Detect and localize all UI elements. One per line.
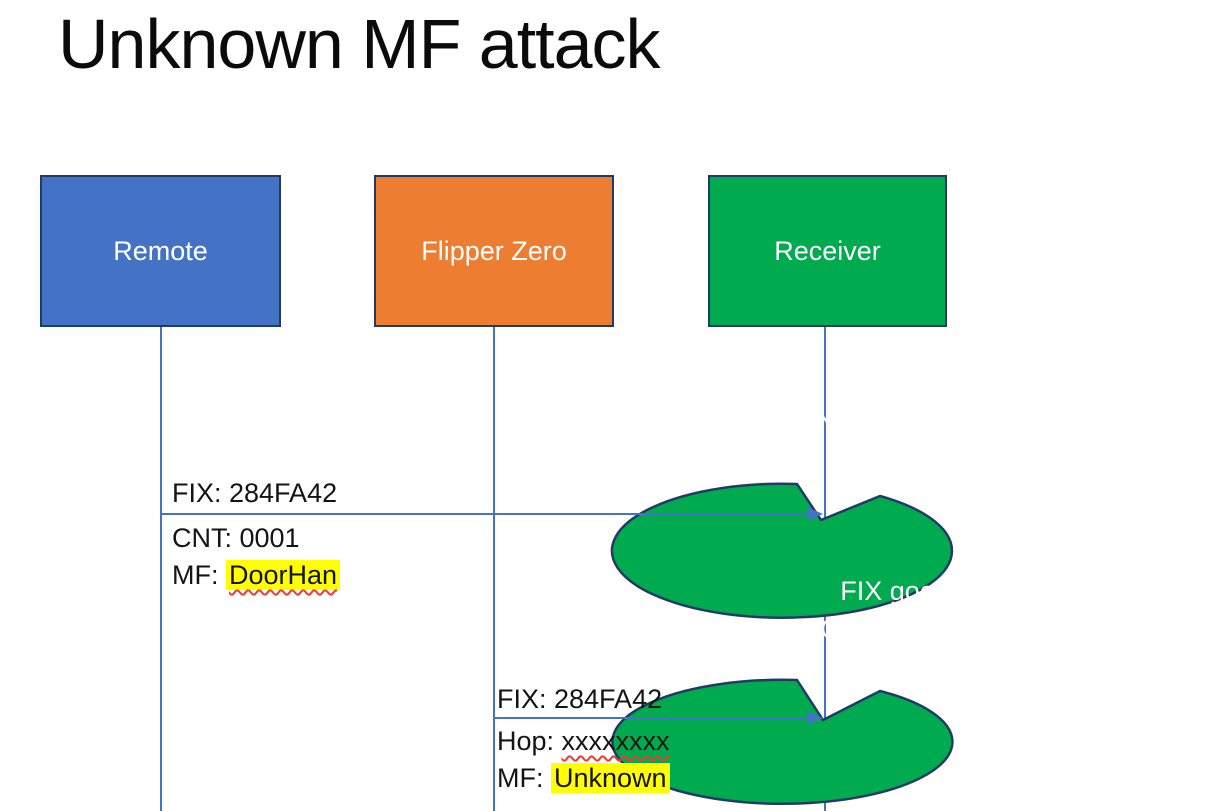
bubble-2-line-1: FIX good xyxy=(840,576,950,606)
message-1-mf-prefix: MF: xyxy=(172,560,226,590)
actor-box-remote: Remote xyxy=(40,175,281,327)
message-1-cnt-prefix: CNT: xyxy=(172,523,240,553)
actor-label-remote: Remote xyxy=(113,235,208,266)
message-2-arrowhead-icon xyxy=(807,711,823,725)
message-1-cnt-line: CNT: 0001 xyxy=(172,520,340,557)
page-title: Unknown MF attack xyxy=(58,5,661,83)
message-2-arrow-line xyxy=(494,717,807,719)
actor-box-receiver: Receiver xyxy=(708,175,947,327)
message-1-label-below: CNT: 0001 MF: DoorHan xyxy=(172,520,341,594)
message-2-hop-line: Hop: xxxxxxxx xyxy=(497,723,670,760)
actor-label-flipper-zero: Flipper Zero xyxy=(421,235,567,266)
message-2-mf-prefix: MF: xyxy=(497,763,551,793)
actor-box-flipper-zero: Flipper Zero xyxy=(374,175,614,327)
message-1-label-above: FIX: 284FA42 xyxy=(172,478,338,508)
message-2-label-above: FIX: 284FA42 xyxy=(497,684,663,714)
message-2-mf-line: MF: Unknown xyxy=(497,760,670,797)
bubble-1-line-3: “Opened” xyxy=(837,450,953,480)
bubble-1-line-1: FIX good xyxy=(840,372,950,402)
bubble-2-line-2: CNT is ???? xyxy=(820,614,970,644)
message-1-arrowhead-icon xyxy=(807,507,823,521)
bubble-1-line-2: CNT 0001 good xyxy=(799,411,991,441)
message-1-mf-line: MF: DoorHan xyxy=(172,557,341,594)
speech-bubble-2-text: FIX good CNT is ???? “Opened” xyxy=(735,572,1055,686)
bubble-2-line-3: “Opened” xyxy=(837,652,953,682)
message-2-mf-value-highlighted: Unknown xyxy=(551,763,670,793)
message-1-mf-value-highlighted: DoorHan xyxy=(226,560,341,590)
message-2-hop-prefix: Hop: xyxy=(497,726,562,756)
message-2-label-below: Hop: xxxxxxxx MF: Unknown xyxy=(497,723,670,797)
speech-bubble-1-text: FIX good CNT 0001 good “Opened” xyxy=(735,368,1055,485)
message-1-arrow-line xyxy=(161,513,809,515)
lifeline-flipper-zero xyxy=(493,327,495,811)
message-2-hop-value: xxxxxxxx xyxy=(561,726,670,756)
actor-label-receiver: Receiver xyxy=(774,235,881,266)
message-1-cnt-value: 0001 xyxy=(239,523,300,553)
lifeline-remote xyxy=(160,327,162,811)
